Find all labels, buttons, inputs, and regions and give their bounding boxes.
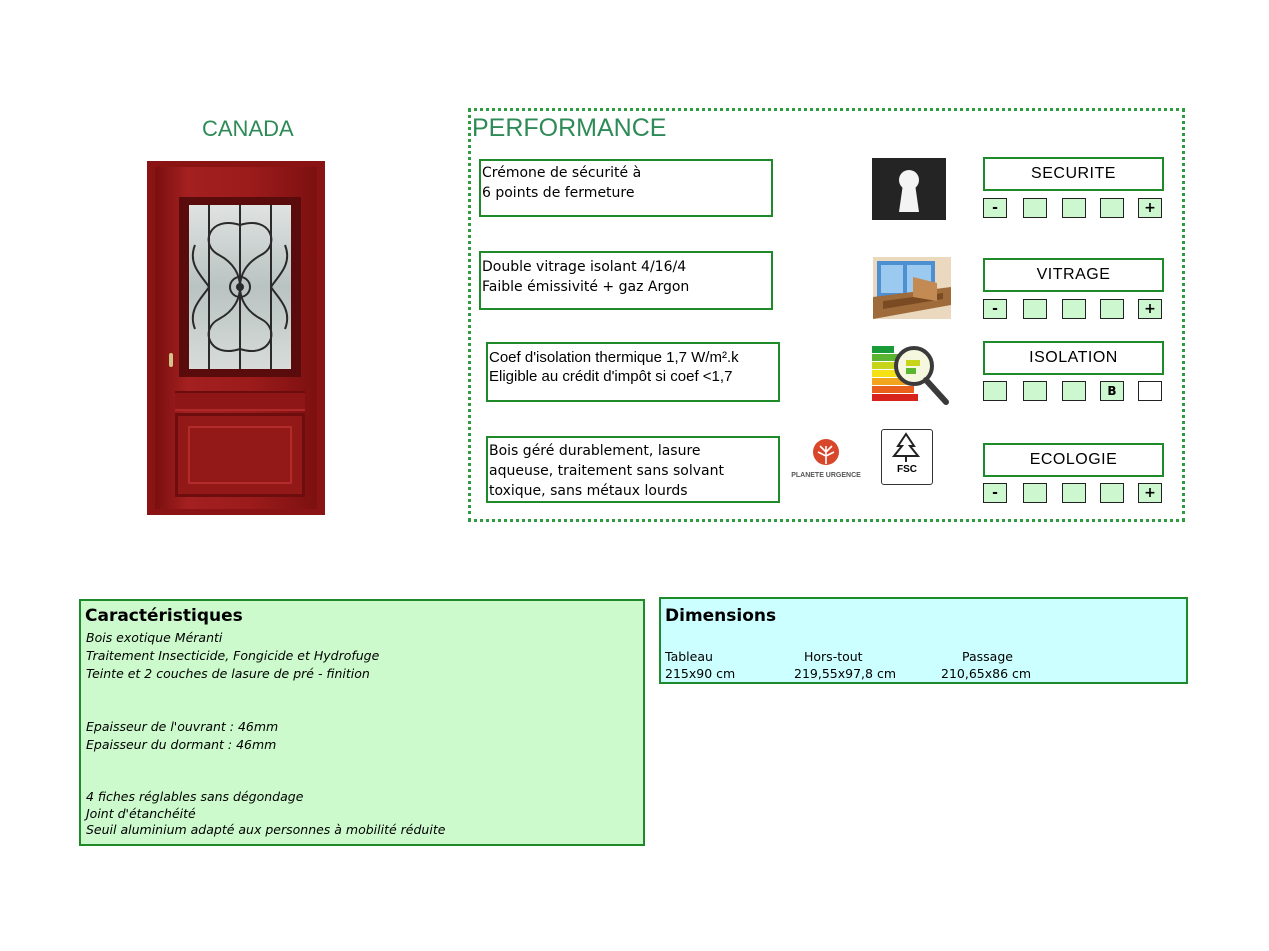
dimensions-section: Dimensions Tableau 215x90 cm Hors-tout 2…	[659, 597, 1188, 684]
dimension-value: 215x90 cm	[665, 666, 736, 681]
dimension-header: Passage	[962, 649, 1013, 664]
product-title: CANADA	[202, 116, 294, 141]
caracteristiques-group-3: 4 fiches réglables sans dégondage Joint …	[86, 789, 445, 839]
rating-label-isolation: ISOLATION	[983, 341, 1164, 375]
window-glazing-icon	[873, 257, 951, 319]
dimension-value: 210,65x86 cm	[941, 666, 1032, 681]
carac-line: Epaisseur de l'ouvrant : 46mm	[86, 719, 279, 734]
energy-label-magnifier-icon	[872, 338, 952, 410]
performance-section	[468, 108, 1185, 522]
rating-label-ecologie: ECOLOGIE	[983, 443, 1164, 477]
rating-max-box: +	[1138, 198, 1162, 218]
feature-ecology-text: Bois géré durablement, lasure aqueuse, t…	[486, 436, 780, 503]
rating-min-box: -	[983, 483, 1007, 503]
rating-box-empty	[1138, 381, 1162, 401]
carac-line: Joint d'étanchéité	[86, 805, 196, 821]
dimensions-col-tableau: Tableau 215x90 cm	[665, 648, 735, 682]
rating-label-securite: SECURITE	[983, 157, 1164, 191]
fsc-label: FSC	[897, 464, 917, 475]
door-handle	[169, 353, 173, 367]
carac-line: Seuil aluminium adapté aux personnes à m…	[86, 822, 446, 837]
planete-urgence-logo: PLANETE URGENCE	[788, 438, 864, 486]
rating-box	[1023, 198, 1047, 218]
door-panel-molding	[188, 426, 292, 484]
dimensions-title: Dimensions	[665, 606, 777, 626]
door-glass-panel	[179, 197, 301, 377]
rating-box	[1100, 299, 1124, 319]
rating-box	[983, 381, 1007, 401]
carac-line: 4 fiches réglables sans dégondage	[86, 789, 304, 804]
caracteristiques-group-2: Epaisseur de l'ouvrant : 46mm Epaisseur …	[86, 718, 278, 754]
performance-title: PERFORMANCE	[472, 114, 667, 142]
rating-box	[1062, 381, 1086, 401]
rating-min-box: -	[983, 198, 1007, 218]
caracteristiques-title: Caractéristiques	[85, 606, 243, 626]
rating-box	[1100, 198, 1124, 218]
planete-urgence-label: PLANETE URGENCE	[791, 472, 861, 479]
caracteristiques-group-1: Bois exotique Méranti Traitement Insecti…	[86, 629, 379, 683]
rating-box	[1100, 483, 1124, 503]
dimension-value: 219,55x97,8 cm	[794, 666, 896, 681]
rating-box	[1023, 483, 1047, 503]
rating-min-box: -	[983, 299, 1007, 319]
rating-label-vitrage: VITRAGE	[983, 258, 1164, 292]
door-lower-panel	[175, 413, 305, 497]
dimension-header: Tableau	[665, 649, 713, 664]
carac-line: Bois exotique Méranti	[86, 630, 223, 645]
feature-insulation-text: Coef d'isolation thermique 1,7 W/m².k El…	[486, 342, 780, 402]
rating-box	[1062, 483, 1086, 503]
keyhole-icon	[872, 158, 946, 220]
rating-marker-box: B	[1100, 381, 1124, 401]
feature-glazing-text: Double vitrage isolant 4/16/4 Faible émi…	[479, 251, 773, 310]
door-rail	[175, 391, 305, 411]
carac-line: Teinte et 2 couches de lasure de pré - f…	[86, 666, 370, 681]
door-glass	[189, 205, 291, 369]
carac-line: Traitement Insecticide, Fongicide et Hyd…	[86, 648, 380, 663]
rating-box	[1023, 299, 1047, 319]
rating-box	[1023, 381, 1047, 401]
fsc-logo: FSC	[881, 429, 933, 485]
rating-max-box: +	[1138, 299, 1162, 319]
dimensions-col-passage: Passage 210,65x86 cm	[941, 648, 1031, 682]
wrought-iron-grille-icon	[191, 205, 289, 369]
dimensions-col-hors-tout: Hors-tout 219,55x97,8 cm	[794, 648, 896, 682]
door-image	[147, 161, 325, 515]
caracteristiques-section: Caractéristiques Bois exotique Méranti T…	[79, 599, 645, 846]
door-leaf	[155, 167, 317, 509]
dimension-header: Hors-tout	[804, 649, 863, 664]
rating-max-box: +	[1138, 483, 1162, 503]
rating-box	[1062, 299, 1086, 319]
rating-box	[1062, 198, 1086, 218]
feature-security-text: Crémone de sécurité à 6 points de fermet…	[479, 159, 773, 217]
carac-line: Epaisseur du dormant : 46mm	[86, 737, 277, 752]
